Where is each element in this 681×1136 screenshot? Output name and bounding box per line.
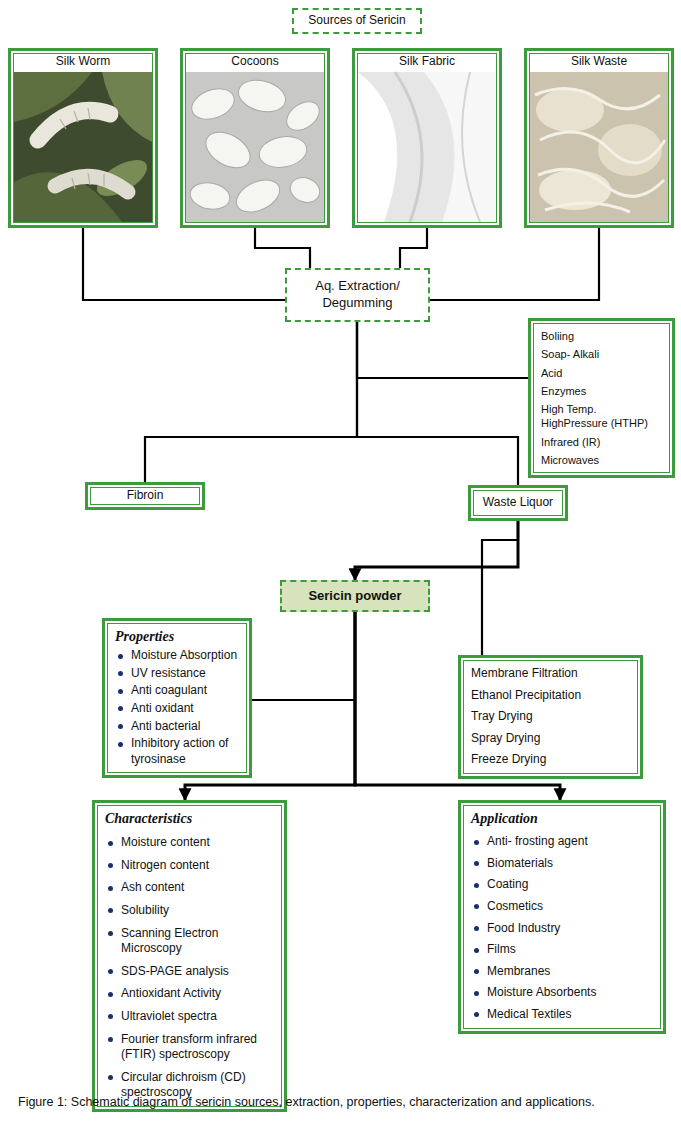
cocoon [281, 96, 324, 136]
connector-line [357, 322, 518, 485]
cocoon [287, 174, 323, 207]
fabric-crease [462, 72, 480, 222]
list-item: High Temp. HighPressure (HTHP) [541, 402, 662, 431]
box-label: Sericin powder [308, 588, 401, 605]
list-item: Films [471, 942, 653, 958]
properties-box: PropertiesMoisture Absorption UV resistan… [102, 618, 252, 778]
fibre-tuft [598, 124, 662, 176]
fabric-photo [358, 72, 496, 222]
cocoon [257, 133, 309, 171]
box-label: Silk Worm [56, 54, 110, 70]
silkworm [38, 110, 110, 140]
product-box: Sericin powder [280, 580, 430, 612]
source-box: Silk Waste [524, 48, 674, 228]
list-item: Spray Drying [471, 731, 630, 747]
source-box: Silk Fabric [352, 48, 502, 228]
connector-line [400, 228, 427, 268]
cocoon [200, 125, 257, 175]
silkworm-photo [14, 72, 153, 222]
list-item: Freeze Drying [471, 752, 630, 768]
list-item: Coating [471, 877, 653, 893]
list-item: Food Industry [471, 921, 653, 937]
photo-ground [186, 72, 324, 222]
process-box: Aq. Extraction/ Degumming [285, 268, 430, 322]
list-item: Moisture Absorption [115, 648, 239, 664]
list-item: Moisture Absorbents [471, 985, 653, 1001]
fibres [535, 89, 665, 212]
list-heading: Properties [115, 628, 239, 646]
connector-line [252, 612, 355, 700]
source-box: Cocoons [180, 48, 330, 228]
silkworm [55, 176, 128, 192]
box-label: Silk Fabric [399, 54, 455, 70]
list-heading: Characteristics [105, 810, 274, 828]
list-item: Membrane Filtration [471, 666, 630, 682]
list-item: Tray Drying [471, 709, 630, 725]
photo-ground [530, 72, 668, 222]
list-item: Medical Textiles [471, 1007, 653, 1023]
list-item: Anti oxidant [115, 701, 239, 717]
list-item: Microwaves [541, 453, 662, 467]
cocoon [231, 174, 285, 219]
list-item: Nitrogen content [105, 858, 274, 874]
box-label: Cocoons [231, 54, 278, 70]
connector-line [482, 521, 518, 655]
title-box: Sources of Sericin [292, 8, 422, 34]
list-heading: Application [471, 810, 653, 828]
list-item: Anti bacterial [115, 719, 239, 735]
list-item: Membranes [471, 964, 653, 980]
list-item: Ethanol Precipitation [471, 688, 630, 704]
list-item: Ultraviolet spectra [105, 1009, 274, 1025]
list-item: Soap- Alkali [541, 347, 662, 361]
list-item: SDS-PAGE analysis [105, 964, 274, 980]
list-item: Enzymes [541, 384, 662, 398]
figure-caption: Figure 1: Schematic diagram of sericin s… [18, 1094, 663, 1111]
connector-line [357, 322, 528, 378]
fabric-fold [424, 72, 496, 222]
method-list-box: BoliingSoap- AlkaliAcidEnzymesHigh Temp.… [528, 318, 675, 478]
silk-waste-photo [530, 72, 668, 222]
cocoon [188, 83, 239, 124]
list-item: Biomaterials [471, 856, 653, 872]
cocoon [188, 180, 232, 213]
product-box: Fibroin [85, 482, 205, 510]
fabric-crease [395, 72, 422, 222]
photo-ground [358, 72, 496, 222]
list-item: Ash content [105, 880, 274, 896]
cocoons-photo [186, 72, 325, 222]
source-box: Silk Worm [8, 48, 158, 228]
characteristics-box: CharacteristicsMoisture contentNitrogen … [92, 800, 287, 1112]
list-item: Fourier transform infrared (FTIR) spectr… [105, 1032, 274, 1063]
list-item: Anti- frosting agent [471, 834, 653, 850]
list-item: Infrared (IR) [541, 435, 662, 449]
list-item: Acid [541, 366, 662, 380]
connector-line [145, 322, 357, 482]
box-label: Sources of Sericin [308, 13, 405, 29]
box-label: Fibroin [127, 488, 164, 504]
cocoon [235, 75, 289, 116]
list-item: Solubility [105, 903, 274, 919]
box-label: Waste Liquor [483, 495, 553, 511]
connector-arrow [355, 521, 518, 580]
connector-line [430, 228, 599, 300]
list-item: Cosmetics [471, 899, 653, 915]
photo-ground [14, 72, 152, 222]
list-item: UV resistance [115, 666, 239, 682]
worm-segments [60, 108, 104, 189]
box-label: Silk Waste [571, 54, 627, 70]
list-item: Moisture content [105, 835, 274, 851]
product-box: Waste Liquor [468, 485, 568, 521]
method-list-box: Membrane FiltrationEthanol Precipitation… [458, 655, 643, 779]
list-item: Antioxidant Activity [105, 986, 274, 1002]
fabric-fold [358, 72, 397, 222]
list-item: Anti coagulant [115, 683, 239, 699]
connector-line [255, 228, 310, 268]
list-item: Boliing [541, 329, 662, 343]
application-box: ApplicationAnti- frosting agentBiomateri… [458, 800, 666, 1034]
box-label: Aq. Extraction/ Degumming [295, 278, 420, 312]
list-item: Scanning Electron Microscopy [105, 926, 274, 957]
list-item: Inhibitory action of tyrosinase [115, 736, 239, 767]
